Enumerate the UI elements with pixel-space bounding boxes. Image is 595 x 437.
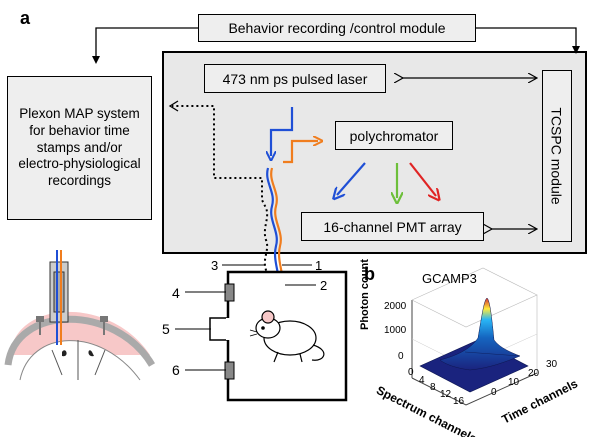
panel-letter-b: b <box>364 264 375 284</box>
plot-title: GCAMP3 <box>422 271 477 286</box>
plot-xtick-12: 12 <box>440 389 452 400</box>
behavior-to-plexon-arrow <box>92 27 198 64</box>
pmt-array-box: 16-channel PMT array <box>301 212 484 241</box>
label-6: 6 <box>172 362 180 378</box>
laser-box: 473 nm ps pulsed laser <box>204 64 386 93</box>
plot-ztick-1000: 1000 <box>384 325 407 336</box>
plot-xtick-8: 8 <box>430 382 436 393</box>
plot-ytick-0: 0 <box>491 387 497 398</box>
plot-ytick-10: 10 <box>508 377 520 388</box>
plot-xtick-0: 0 <box>408 367 414 378</box>
label-5: 5 <box>162 321 170 337</box>
plot-xtick-4: 4 <box>419 375 425 386</box>
skull-section <box>4 250 156 381</box>
excitation-path <box>271 107 294 156</box>
plot-ytick-20: 20 <box>528 368 540 379</box>
plexon-box: Plexon MAP system for behavior time stam… <box>7 76 152 220</box>
emission-path <box>283 141 318 164</box>
electrode-signal-path <box>172 105 269 301</box>
blue-channel-arrow <box>337 162 366 195</box>
plot-ytick-30: 30 <box>546 359 558 370</box>
red-channel-arrow <box>409 162 436 196</box>
panel-letter-a: a <box>20 8 31 28</box>
plot-zlabel: Photon count <box>359 259 371 330</box>
surface-plot <box>411 267 538 406</box>
behavior-module-box: Behavior recording /control module <box>198 14 476 42</box>
plexon-input-arrowhead <box>168 100 179 112</box>
polychromator-box: polychromator <box>335 121 453 150</box>
label-3: 3 <box>211 258 219 273</box>
tcspc-box: TCSPC module <box>542 70 572 242</box>
label-2: 2 <box>320 278 328 293</box>
tcspc-label: TCSPC module <box>549 107 566 205</box>
behavior-to-tcspc-arrow <box>476 27 580 54</box>
label-1: 1 <box>315 258 323 273</box>
plot-ztick-2000: 2000 <box>384 301 407 312</box>
plot-ztick-0: 0 <box>398 351 404 362</box>
plot-xtick-16: 16 <box>453 396 465 407</box>
mouse-drawing <box>249 310 325 363</box>
label-4: 4 <box>172 285 180 301</box>
